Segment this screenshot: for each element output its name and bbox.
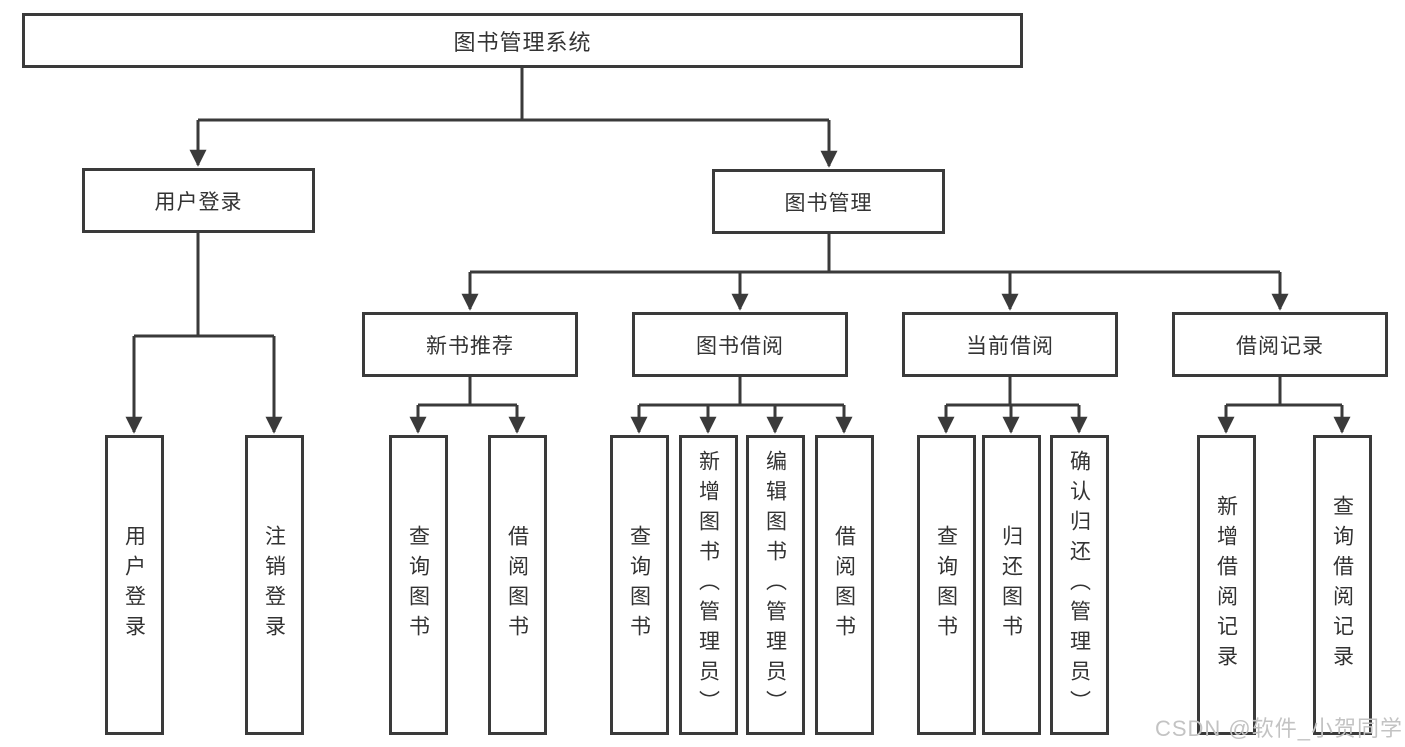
connector-lines xyxy=(125,68,1351,434)
node-borrowing-records: 借阅记录 xyxy=(1172,312,1388,377)
leaf-query-book-borrowing: 查询图书 xyxy=(609,435,669,735)
leaf-user-login: 用户登录 xyxy=(104,435,164,735)
leaf-query-borrow-record: 查询借阅记录 xyxy=(1312,435,1372,735)
leaf-query-book-recommend: 查询图书 xyxy=(388,435,448,735)
node-book-management: 图书管理 xyxy=(712,169,945,234)
leaf-logout: 注销登录 xyxy=(244,435,304,735)
node-book-borrowing: 图书借阅 xyxy=(632,312,848,377)
leaf-add-book-admin: 新增图书（管理员） xyxy=(678,435,738,735)
node-current-borrowing: 当前借阅 xyxy=(902,312,1118,377)
csdn-watermark: CSDN @软件_小贺同学 xyxy=(1154,716,1403,741)
node-user-login: 用户登录 xyxy=(82,168,315,233)
leaf-query-book-current: 查询图书 xyxy=(916,435,976,735)
leaf-borrow-book: 借阅图书 xyxy=(814,435,874,735)
leaf-borrow-book-recommend: 借阅图书 xyxy=(487,435,547,735)
node-new-book-recommend: 新书推荐 xyxy=(362,312,578,377)
leaf-add-borrow-record: 新增借阅记录 xyxy=(1196,435,1256,735)
node-root-system: 图书管理系统 xyxy=(22,13,1023,68)
leaf-edit-book-admin: 编辑图书（管理员） xyxy=(745,435,805,735)
leaf-return-book: 归还图书 xyxy=(981,435,1041,735)
leaf-confirm-return-admin: 确认归还（管理员） xyxy=(1049,435,1109,735)
